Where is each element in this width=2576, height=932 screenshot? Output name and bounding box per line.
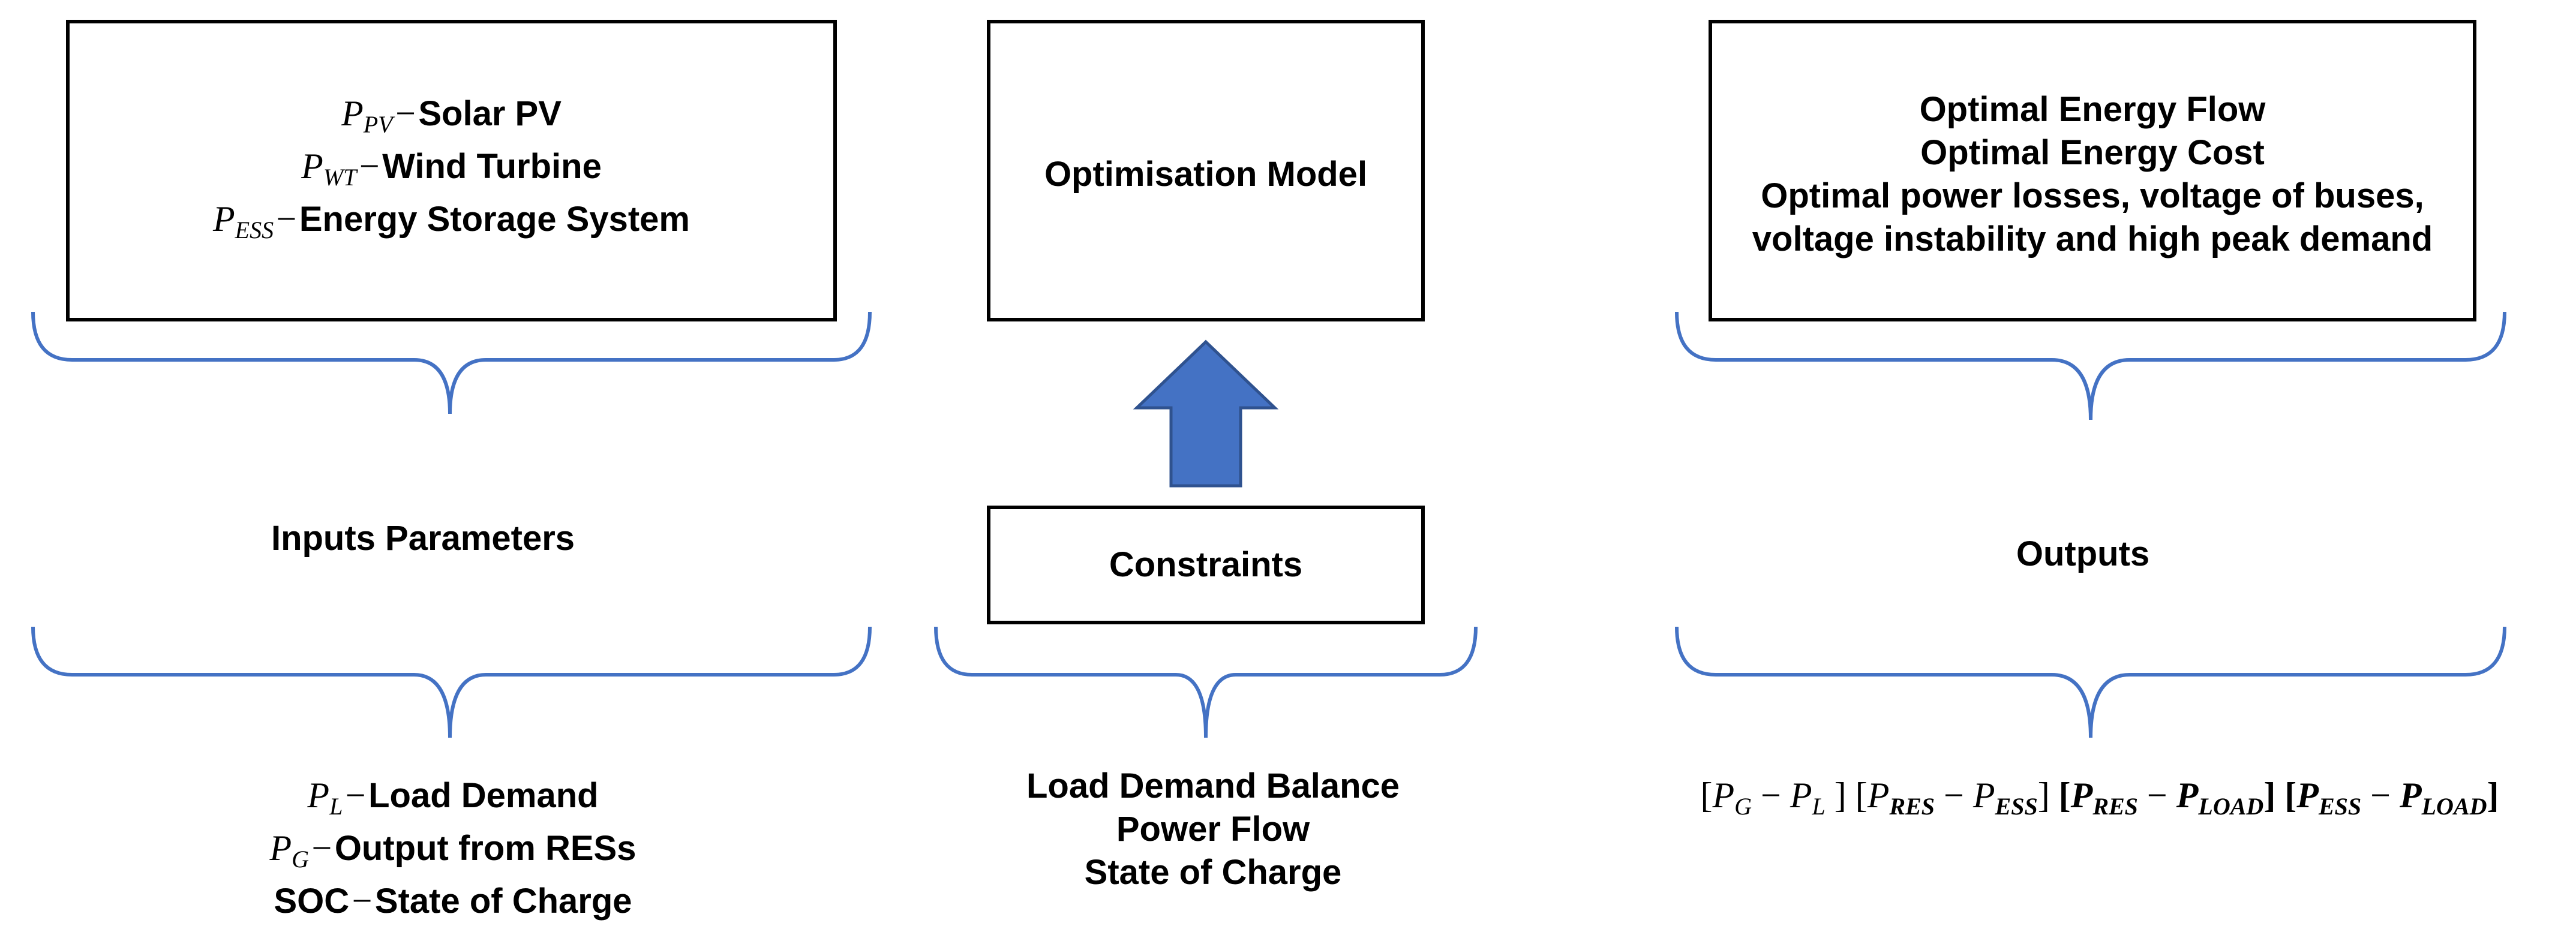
input-item-ess: PESS − Energy Storage System [213, 199, 690, 243]
constraints-box: Constraints [987, 506, 1425, 624]
outputs-box: Optimal Energy Flow Optimal Energy Cost … [1709, 20, 2476, 321]
optimisation-model-box: Optimisation Model [987, 20, 1425, 321]
inputs-box: PPV − Solar PV PWT − Wind Turbine PESS −… [66, 20, 837, 321]
output-line-2: Optimal Energy Cost [1920, 133, 2265, 172]
brace-outputs-top [1675, 311, 2506, 420]
input-bottom-output: PG − Output from RESs [269, 828, 637, 873]
outputs-formula: [PG − PL ] [PRES − PESS] [PRES − PLOAD] … [1700, 775, 2499, 820]
outputs-label: Outputs [2016, 534, 2150, 573]
constraints-bottom-list: Load Demand Balance Power Flow State of … [973, 765, 1453, 894]
up-arrow-icon [1133, 339, 1279, 488]
input-item-pv: PPV − Solar PV [341, 93, 562, 138]
output-line-4: voltage instability and high peak demand [1752, 220, 2433, 258]
input-bottom-soc: SOC − State of Charge [274, 881, 632, 921]
output-line-3: Optimal power losses, voltage of buses, [1761, 176, 2424, 215]
brace-constraints-bottom [934, 626, 1478, 738]
constraint-line-3: State of Charge [1084, 853, 1342, 892]
brace-outputs-bottom [1675, 626, 2506, 738]
constraint-line-2: Power Flow [1116, 810, 1310, 849]
optimisation-model-title: Optimisation Model [1044, 155, 1368, 194]
input-bottom-load: PL − Load Demand [307, 775, 599, 820]
constraints-title: Constraints [1109, 545, 1303, 584]
brace-inputs-bottom [31, 626, 872, 738]
output-line-1: Optimal Energy Flow [1919, 90, 2266, 129]
inputs-bottom-list: PL − Load Demand PG − Output from RESs S… [183, 774, 723, 932]
inputs-parameters-label: Inputs Parameters [271, 519, 575, 558]
input-item-wt: PWT − Wind Turbine [301, 146, 602, 191]
brace-inputs-top [31, 311, 872, 414]
constraint-line-1: Load Demand Balance [1026, 766, 1400, 805]
